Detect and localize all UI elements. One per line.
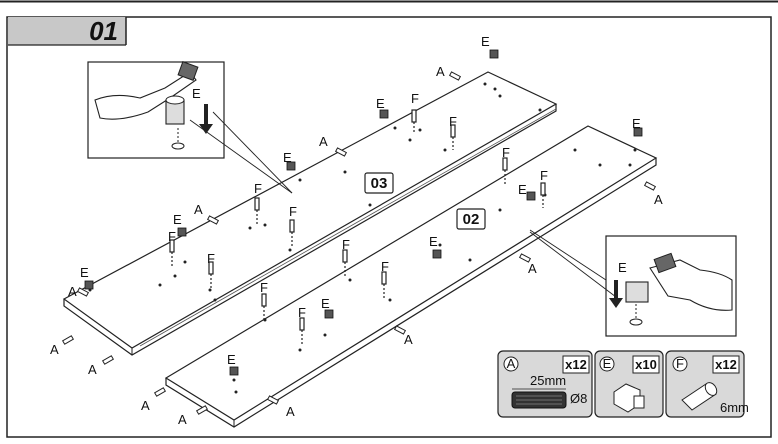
label-f: F — [449, 114, 457, 129]
label-e: E — [518, 182, 527, 197]
label-a: A — [50, 342, 59, 357]
label-f: F — [342, 237, 350, 252]
legend-f-letter: F — [676, 356, 684, 371]
panel-03: 03 — [62, 71, 558, 356]
step-number: 01 — [89, 16, 118, 46]
part-letters: E A E F F A E F F A E F F E A A A E F F … — [50, 34, 663, 427]
drill-holes — [88, 82, 637, 394]
hardware-legend: A x12 25mm Ø8 E x10 F x12 — [497, 350, 749, 418]
a-dowels — [61, 71, 657, 415]
label-f: F — [254, 181, 262, 196]
legend-e-letter: E — [603, 356, 612, 371]
label-a: A — [654, 192, 663, 207]
legend-item-e: E x10 — [594, 350, 664, 418]
label-a: A — [178, 412, 187, 427]
legend-a-length: 25mm — [530, 373, 566, 388]
inset-right-label: E — [618, 260, 627, 275]
label-e: E — [227, 352, 236, 367]
diagram-border — [6, 16, 772, 438]
legend-e-qty: x10 — [635, 357, 657, 372]
label-e: E — [173, 212, 182, 227]
legend-item-a: A x12 25mm Ø8 — [497, 350, 593, 418]
label-e: E — [321, 296, 330, 311]
f-pins — [169, 109, 546, 346]
label-e: E — [376, 96, 385, 111]
label-f: F — [381, 259, 389, 274]
label-f: F — [540, 168, 548, 183]
label-a: A — [319, 134, 328, 149]
step-header: 01 — [8, 16, 127, 46]
label-f: F — [168, 229, 176, 244]
label-f: F — [289, 204, 297, 219]
legend-item-f: F x12 6mm — [665, 350, 749, 418]
label-e: E — [429, 234, 438, 249]
inset-detail-right: E — [529, 229, 737, 337]
label-a: A — [88, 362, 97, 377]
label-f: F — [207, 251, 215, 266]
label-e: E — [283, 150, 292, 165]
label-f: F — [502, 145, 510, 160]
legend-f-dim: 6mm — [720, 400, 749, 415]
panel-03-label: 03 — [371, 175, 388, 192]
label-a: A — [194, 202, 203, 217]
label-e: E — [632, 116, 641, 131]
label-a: A — [141, 398, 150, 413]
down-arrow-icon — [609, 280, 623, 308]
label-f: F — [260, 280, 268, 295]
label-a: A — [404, 332, 413, 347]
legend-a-diameter: Ø8 — [570, 391, 587, 406]
legend-a-letter: A — [507, 356, 516, 371]
legend-a-qty: x12 — [565, 357, 587, 372]
e-fittings — [84, 49, 643, 376]
label-e: E — [80, 265, 89, 280]
label-e: E — [481, 34, 490, 49]
inset-left-label: E — [192, 86, 201, 101]
label-a: A — [528, 261, 537, 276]
inset-detail-left: E — [87, 61, 293, 194]
label-a: A — [286, 404, 295, 419]
panel-02-label: 02 — [463, 211, 480, 228]
label-f: F — [411, 91, 419, 106]
label-a: A — [436, 64, 445, 79]
label-f: F — [298, 305, 306, 320]
legend-f-qty: x12 — [715, 357, 737, 372]
down-arrow-icon — [199, 104, 213, 134]
label-a: A — [68, 284, 77, 299]
